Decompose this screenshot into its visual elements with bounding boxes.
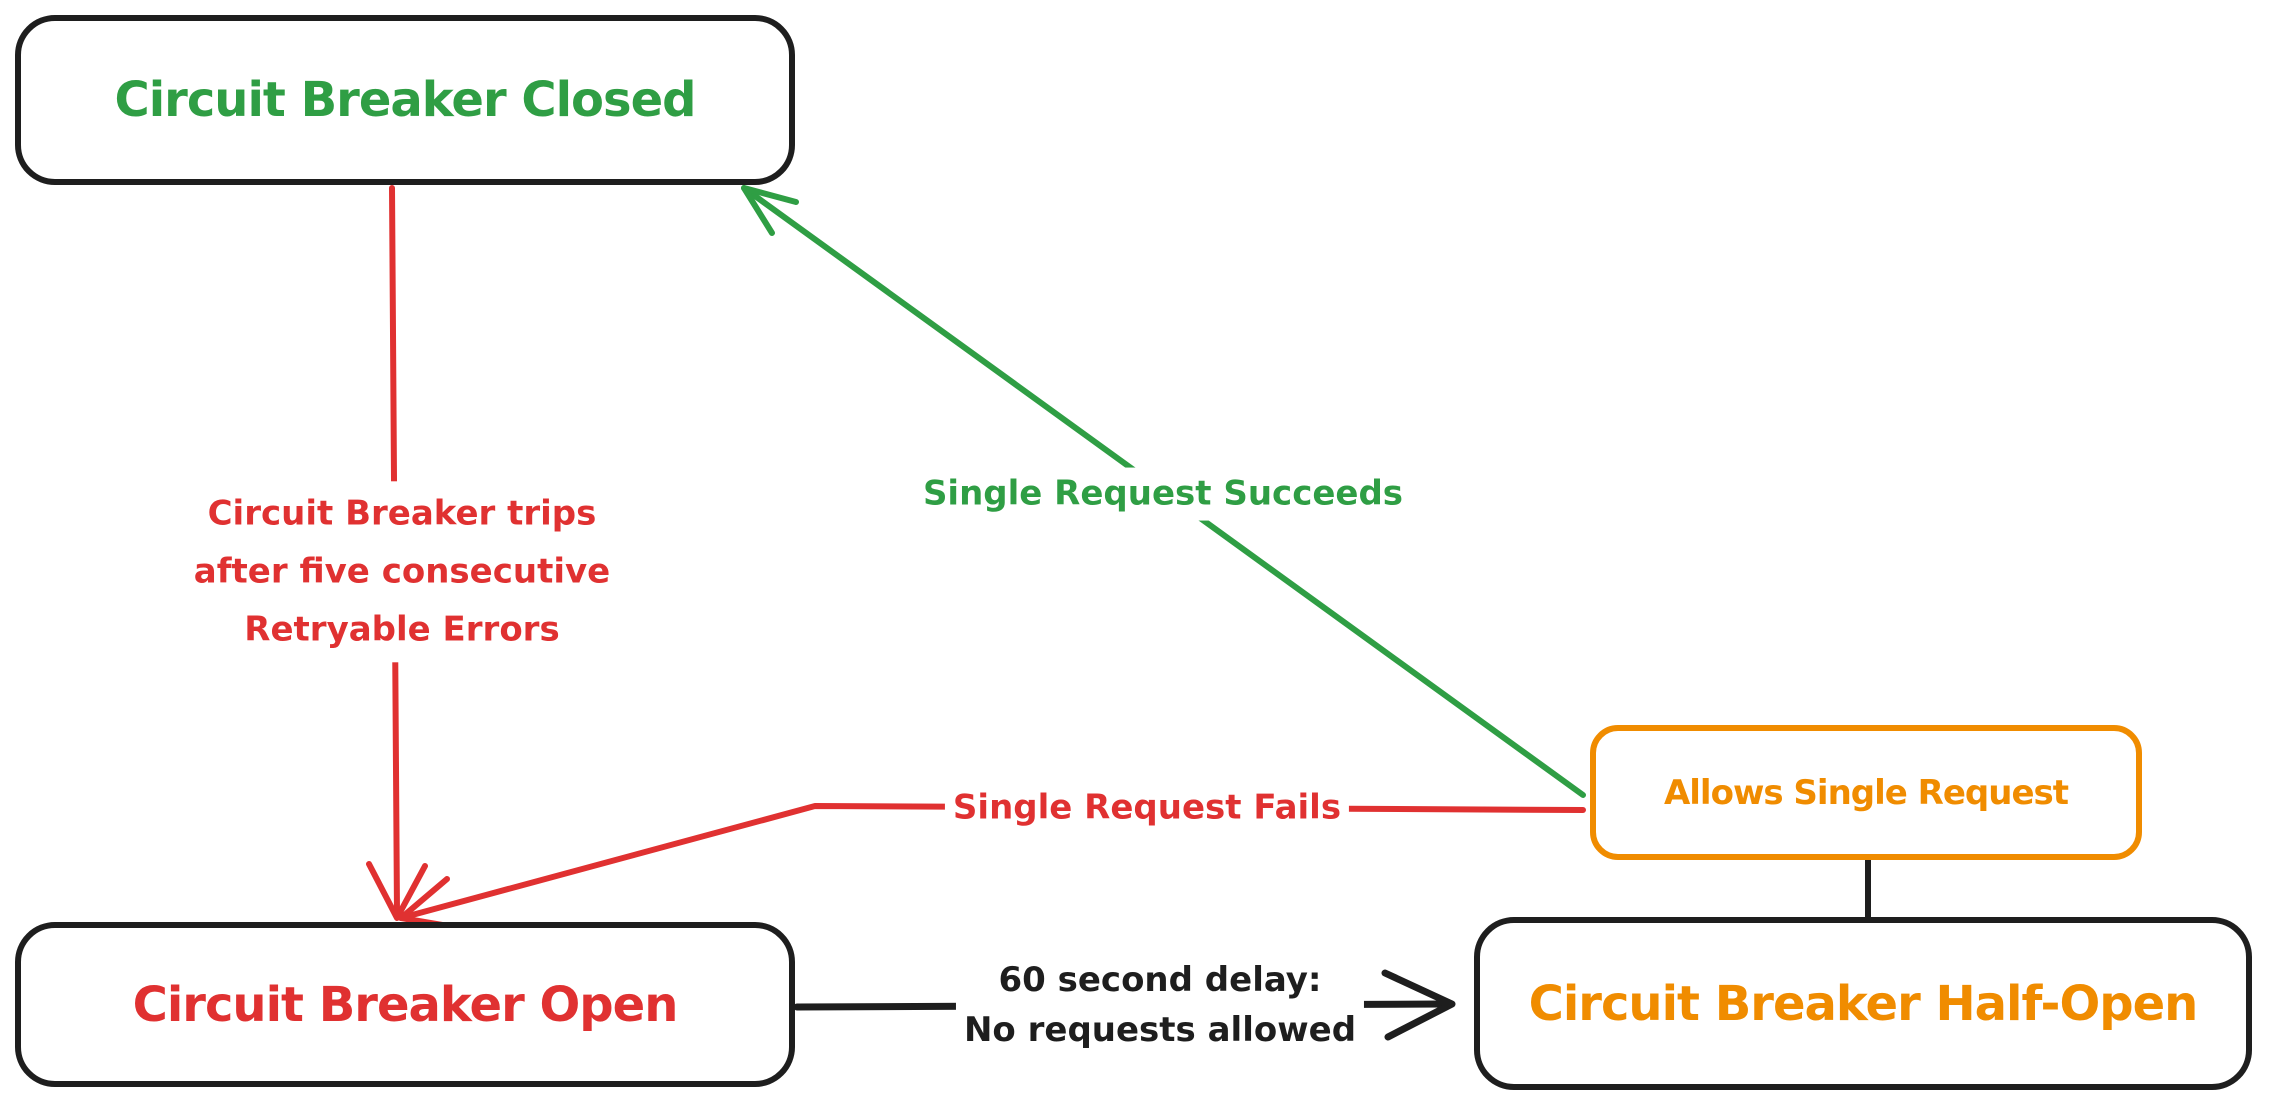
- node-circuit-breaker-open: Circuit Breaker Open: [15, 922, 795, 1087]
- node-closed-label: Circuit Breaker Closed: [114, 72, 697, 128]
- delay-label-line-2: No requests allowed: [963, 1010, 1357, 1050]
- node-circuit-breaker-closed: Circuit Breaker Closed: [15, 15, 795, 185]
- node-circuit-breaker-half-open: Circuit Breaker Half-Open: [1474, 917, 2252, 1090]
- edge-label-succeed: Single Request Succeeds: [914, 467, 1412, 521]
- delay-arrowhead: [1381, 969, 1456, 1041]
- succeed-arrowhead: [741, 185, 799, 236]
- trip-label-line-3: Retryable Errors: [244, 608, 560, 649]
- delay-label-line-1: 60 second delay:: [998, 960, 1322, 1001]
- node-open-label: Circuit Breaker Open: [132, 976, 679, 1033]
- edge-label-delay: 60 second delay: No requests allowed: [955, 952, 1365, 1060]
- node-allows-single-request: Allows Single Request: [1590, 725, 2142, 860]
- node-half-open-label: Circuit Breaker Half-Open: [1528, 975, 2199, 1032]
- edge-label-fail: Single Request Fails: [944, 781, 1350, 835]
- trip-label-line-2: after five consecutive: [193, 551, 611, 592]
- node-allows-label: Allows Single Request: [1663, 772, 2069, 813]
- trip-arrowhead: [366, 861, 428, 921]
- edge-label-trip: Circuit Breaker trips after five consecu…: [185, 481, 619, 663]
- trip-label-line-1: Circuit Breaker trips: [207, 493, 597, 534]
